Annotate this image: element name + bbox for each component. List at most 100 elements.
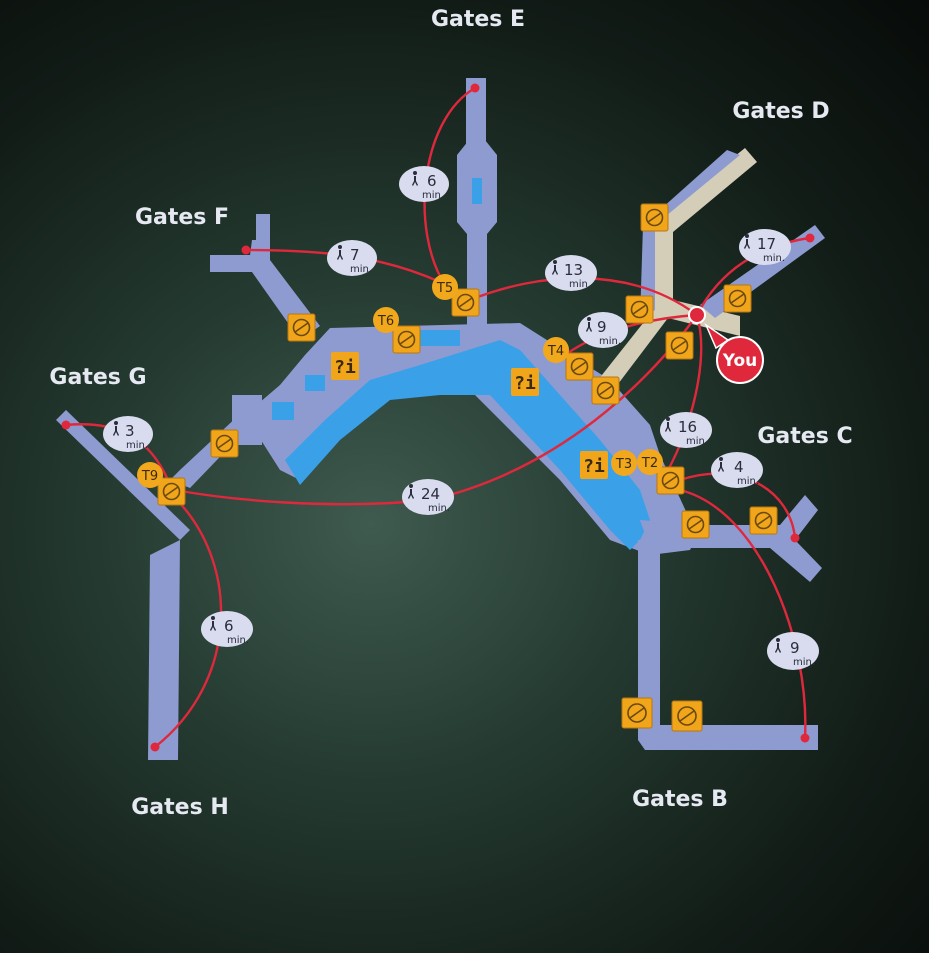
pier-e-water [472, 178, 482, 204]
walk-time-unit: min. [569, 279, 591, 290]
gate-label-e: Gates E [431, 7, 525, 32]
route-end-c [790, 533, 800, 543]
pier-c [640, 495, 822, 582]
you-position-marker [688, 306, 706, 324]
information-icon: ?i [331, 352, 359, 380]
pedestrian-icon [718, 457, 724, 472]
terminal-window-1 [272, 402, 294, 420]
pedestrian-icon [744, 234, 750, 249]
walk-time-value: 4 [734, 458, 744, 476]
pier-e-building [457, 140, 497, 330]
elevator-icon [287, 313, 316, 342]
walk-time-value: 6 [427, 172, 437, 190]
route-d [695, 236, 811, 316]
train-label: T2 [641, 456, 658, 471]
elevator-icon [749, 506, 778, 535]
you-label: You [722, 351, 758, 371]
walk-bubble-c: 16 min. [660, 412, 712, 448]
walk-time-value: 3 [125, 422, 135, 440]
pier-h [148, 540, 180, 760]
train-label: T3 [615, 457, 632, 472]
route-you-t2 [666, 314, 703, 471]
pedestrian-icon [210, 616, 216, 631]
walk-time-unit: min. [350, 264, 372, 275]
train-label: T5 [436, 281, 453, 296]
pedestrian-icon [552, 260, 558, 275]
walk-time-value: 6 [224, 617, 234, 635]
information-icon: ?i [580, 451, 608, 479]
route-end-f [241, 245, 251, 255]
train-label: T6 [377, 314, 394, 329]
gate-label-g: Gates G [49, 365, 146, 390]
train-station-t2: T2 [637, 449, 663, 475]
train-label: T9 [141, 469, 158, 484]
route-end-d [805, 233, 815, 243]
train-stations: T5 T6 T4 T3 T2 T9 [137, 274, 663, 488]
elevator-icon [565, 352, 594, 381]
walk-bubble-c-short: 4 min. [711, 452, 763, 488]
walk-time-unit: min. [422, 190, 444, 201]
walking-routes [61, 83, 815, 752]
elevator-icon [392, 325, 421, 354]
pier-g [56, 410, 190, 540]
gate-label-h: Gates H [131, 795, 229, 820]
elevator-icon [621, 697, 653, 729]
walk-time-value: 13 [564, 261, 583, 279]
route-end-b [800, 733, 810, 743]
route-end-h [150, 742, 160, 752]
pedestrian-icon [408, 484, 414, 499]
info-symbol: ?i [334, 357, 356, 378]
pier-e [466, 78, 486, 148]
train-station-t6: T6 [373, 307, 399, 333]
walk-time-unit: min. [686, 436, 708, 447]
route-end-e [470, 83, 480, 93]
walk-bubble-d: 17 min. [739, 229, 791, 265]
info-symbol: ?i [583, 456, 605, 477]
walk-time-bubbles: 6 min. 7 min. 13 min. 17 min. 9 min. [103, 166, 819, 670]
information-icons: ?i ?i ?i [331, 352, 608, 479]
pier-f [210, 214, 320, 340]
elevator-icon [681, 510, 710, 539]
walk-bubble-you-t4: 9 min. [578, 312, 628, 348]
train-label: T4 [547, 344, 564, 359]
walk-time-unit: min. [599, 336, 621, 347]
you-pointer [704, 322, 730, 350]
pedestrian-icon [113, 421, 119, 436]
elevator-icon [625, 295, 654, 324]
walk-time-unit: min. [793, 657, 815, 668]
main-terminal-water [285, 340, 650, 550]
walk-bubble-g: 3 min. [103, 416, 153, 452]
walk-time-value: 9 [597, 318, 607, 336]
terminal-buildings [56, 78, 825, 760]
walk-time-value: 24 [421, 485, 440, 503]
pedestrian-icon [775, 638, 781, 653]
pier-d [598, 148, 757, 392]
walk-time-unit: min. [737, 476, 759, 487]
gate-label-b: Gates B [632, 787, 728, 812]
terminal-window-2 [305, 375, 325, 391]
pedestrian-icon [586, 317, 592, 332]
walk-time-value: 17 [757, 235, 776, 253]
train-station-t3: T3 [611, 450, 637, 476]
walk-bubble-h: 6 min. [201, 611, 253, 647]
elevator-icon [665, 331, 694, 360]
elevator-icon [451, 288, 480, 317]
information-icon: ?i [511, 368, 539, 396]
walk-bubble-b: 9 min. [767, 632, 819, 670]
route-end-g [61, 420, 71, 430]
info-symbol: ?i [514, 373, 536, 394]
walk-time-unit: min. [126, 440, 148, 451]
walk-time-value: 9 [790, 639, 800, 657]
walk-bubble-t5-d: 13 min. [545, 255, 597, 291]
elevator-icons [157, 203, 778, 732]
elevator-icon [157, 477, 186, 506]
walk-time-value: 7 [350, 246, 360, 264]
walk-time-value: 16 [678, 418, 697, 436]
gate-labels: Gates E Gates D Gates F Gates G Gates C … [49, 7, 852, 820]
elevator-icon [723, 284, 752, 313]
elevator-icon [591, 376, 620, 405]
walk-bubble-f: 7 min. [327, 240, 377, 276]
gate-label-f: Gates F [135, 205, 229, 230]
elevator-icon [656, 466, 685, 495]
